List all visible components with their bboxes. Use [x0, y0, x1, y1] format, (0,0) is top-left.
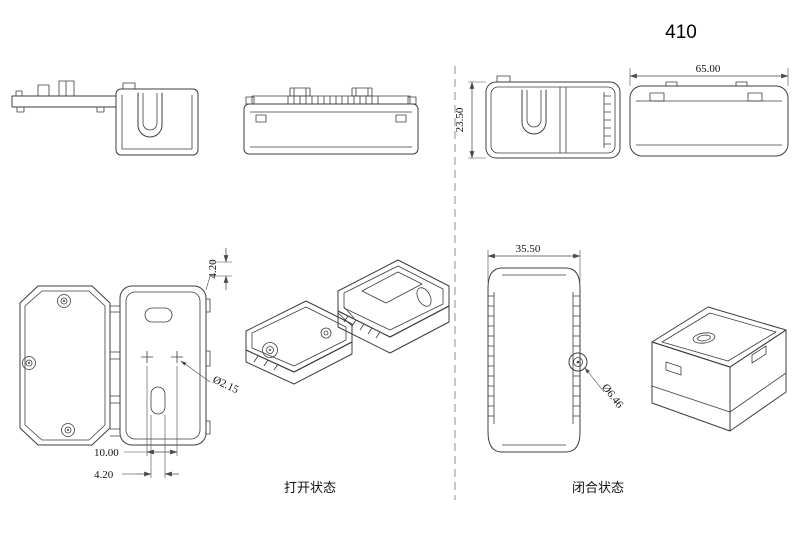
leader-hinge-pin — [584, 367, 605, 393]
view-closed-top-view: 65.00 — [629, 63, 789, 157]
iso-slot-hole — [416, 287, 432, 307]
iso-lid-serration — [253, 355, 279, 371]
drawing-number: 410 — [665, 22, 697, 43]
screw-boss-bottom — [61, 423, 75, 437]
screw-boss-top — [57, 294, 71, 308]
hole-center-marks — [141, 351, 183, 363]
hinge-links — [110, 305, 120, 437]
grip-serration-right — [573, 295, 580, 417]
view-front-elevation — [243, 87, 419, 155]
dim-hole-pitch: 10.00 — [94, 447, 119, 459]
label-open-state: 打开状态 — [284, 481, 336, 496]
view-closed-isometric — [651, 306, 787, 432]
cable-slot-top — [144, 307, 173, 323]
parting-line — [651, 372, 787, 413]
front-latch — [665, 361, 682, 376]
u-slot-outer — [137, 92, 163, 138]
dim-closed-depth: 35.50 — [516, 243, 541, 255]
top-oval-recess — [692, 332, 716, 344]
dim-hinge-pin: Ø6.46 — [599, 382, 626, 411]
u-slot-inner — [142, 93, 158, 131]
iso-hinge — [337, 306, 355, 327]
grip-serration — [604, 95, 611, 145]
view-closed-side-small: 35.50 Ø6.46 — [487, 243, 626, 453]
hinge-pin — [568, 352, 588, 372]
view-closed-side-elevation: 23.50 — [454, 75, 621, 159]
serration-detail — [287, 96, 379, 104]
label-closed-state: 闭合状态 — [572, 481, 624, 496]
leader-small-hole — [180, 360, 211, 383]
dim-closed-height: 23.50 — [454, 107, 466, 132]
side-latch — [751, 345, 767, 364]
cable-slot-bottom — [150, 386, 166, 415]
view-open-isometric — [245, 259, 450, 385]
view-open-side-elevation — [11, 80, 199, 156]
iso-body-serration — [343, 315, 381, 339]
screw-boss-left — [22, 356, 36, 370]
dim-small-hole: Ø2.15 — [211, 374, 241, 397]
iso-screw-boss — [262, 342, 278, 358]
grip-serration-left — [488, 295, 494, 417]
dim-closed-width: 65.00 — [696, 63, 721, 75]
dim-tab-height: 4.20 — [207, 259, 219, 279]
dim-slot-width: 4.20 — [94, 469, 114, 481]
view-open-flat: 4.20 Ø2.15 10.00 4.20 — [19, 248, 241, 481]
